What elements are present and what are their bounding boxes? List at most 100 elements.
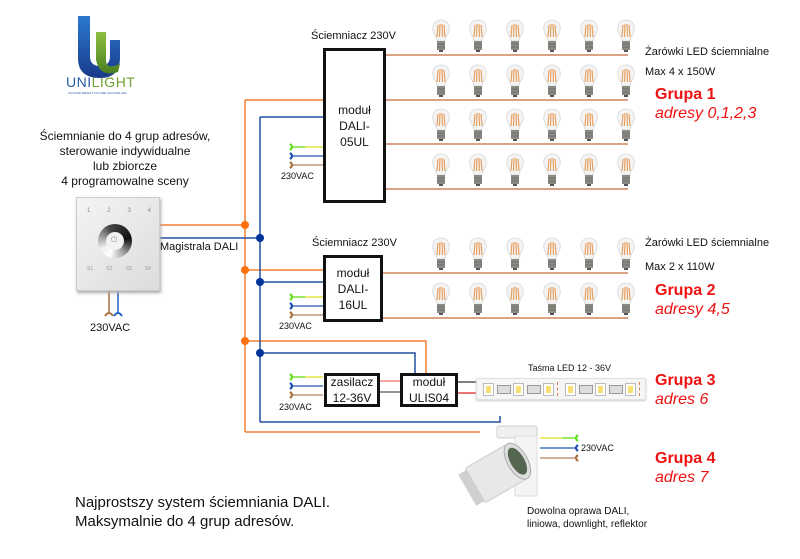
load-spec: Max 4 x 150W: [645, 66, 716, 78]
led-bulb-icon: [431, 108, 451, 142]
led-bulb-icon: [542, 108, 562, 142]
footer-text: Najprostszy system ściemniania DALI. Mak…: [75, 493, 330, 531]
led-strip: [476, 378, 646, 400]
led-bulb-icon: [468, 282, 488, 316]
led-bulb-icon: [431, 237, 451, 271]
zone-button[interactable]: 4: [147, 208, 151, 214]
zone-button[interactable]: 2: [107, 208, 111, 214]
fixture-description-line: liniowa, downlight, reflektor: [527, 519, 648, 530]
module-label: moduł: [338, 102, 371, 117]
description-line: lub zbiorcze: [92, 159, 158, 173]
led-bulb-icon: [542, 19, 562, 53]
led-bulb-icon: [505, 64, 525, 98]
supply-label: 230VAC: [581, 443, 614, 453]
scene-button[interactable]: S4: [144, 266, 151, 272]
module-label: 16UL: [338, 297, 368, 312]
dimmer-label: Ściemniacz 230V: [312, 237, 397, 249]
led-bulb-icon: [616, 282, 636, 316]
led-bulb-icon: [616, 64, 636, 98]
module-dali-05ul[interactable]: moduł DALI- 05UL: [323, 48, 386, 203]
controller-power-wires: [104, 290, 123, 317]
module-label: moduł: [412, 375, 446, 389]
led-chip-icon: [513, 383, 524, 396]
node-blue: [256, 349, 264, 357]
group1-load-wires: [386, 54, 628, 190]
connector-glyphs: [289, 143, 579, 462]
dali-bus-blue: [152, 116, 501, 423]
led-bulb-icon: [431, 64, 451, 98]
led-bulb-icon: [579, 153, 599, 187]
module-label: ULIS04: [408, 391, 450, 405]
supply-label: 230VAC: [281, 171, 314, 181]
led-bulb-icon: [505, 282, 525, 316]
led-bulb-icon: [505, 237, 525, 271]
resistor-icon: [579, 385, 593, 394]
led-chip-icon: [543, 383, 554, 396]
junction-nodes: [241, 221, 264, 357]
led-bulb-icon: [579, 19, 599, 53]
resistor-icon: [527, 385, 541, 394]
module-ulis04[interactable]: moduł ULIS04: [400, 373, 458, 407]
scene-button[interactable]: S3: [125, 266, 132, 272]
led-bulb-icon: [542, 282, 562, 316]
description-line: sterowanie indywidualne: [59, 144, 191, 158]
power-icon[interactable]: ⏻: [111, 235, 118, 244]
node-orange: [241, 337, 249, 345]
led-bulb-icon: [616, 153, 636, 187]
spotlight-icon: [458, 425, 538, 506]
scene-button[interactable]: S2: [106, 266, 113, 272]
supply-label: 230VAC: [279, 402, 312, 412]
dimming-ring[interactable]: ⏻: [98, 224, 132, 258]
zone-button[interactable]: 1: [87, 208, 91, 214]
resistor-icon: [609, 385, 623, 394]
description-line: 4 programowalne sceny: [61, 174, 189, 188]
led-chip-icon: [595, 383, 606, 396]
group-title: Grupa 1: [655, 86, 716, 103]
unilight-logo: UNILIGHT CHOOSE BRIGHT FUTURE CHOOSE LED: [60, 12, 140, 97]
dali-bus-label: Magistrala DALI: [160, 241, 239, 253]
dali-bus-orange: [152, 99, 480, 433]
controller-power-label: 230VAC: [90, 322, 131, 334]
led-bulb-icon: [616, 108, 636, 142]
group2-load-wires: [383, 272, 628, 319]
led-bulb-icon: [542, 153, 562, 187]
group-title: Grupa 4: [655, 450, 716, 467]
group3-wires: [380, 380, 476, 394]
led-bulb-icon: [616, 19, 636, 53]
led-bulb-icon: [505, 153, 525, 187]
description-line: Ściemnianie do 4 grup adresów,: [39, 129, 211, 143]
footer-line: Maksymalnie do 4 grup adresów.: [75, 513, 295, 530]
load-spec: Max 2 x 110W: [645, 261, 715, 273]
group-title: Grupa 2: [655, 282, 716, 299]
psu-label: zasilacz: [330, 375, 374, 389]
group-address: adresy 0,1,2,3: [655, 105, 757, 122]
module-label: DALI-: [339, 118, 370, 133]
load-title: Żarówki LED ściemnialne: [645, 46, 770, 58]
led-chip-icon: [565, 383, 576, 396]
scene-button[interactable]: S1: [87, 266, 94, 272]
led-bulb-icon: [468, 64, 488, 98]
track-spotlight-fixture: [455, 422, 555, 512]
node-blue: [256, 278, 264, 286]
node-orange: [241, 266, 249, 274]
group-address: adres 7: [655, 469, 709, 486]
zone-button[interactable]: 3: [127, 208, 131, 214]
led-bulb-icon: [579, 282, 599, 316]
supply-wires: [292, 146, 575, 459]
led-bulb-icon: [542, 237, 562, 271]
group-address: adres 6: [655, 391, 709, 408]
node-orange: [241, 221, 249, 229]
fixture-description-line: Dowolna oprawa DALI,: [527, 506, 630, 517]
logo-u-icon: [78, 16, 120, 78]
dimmer-label: Ściemniacz 230V: [311, 30, 396, 42]
module-label: DALI-: [337, 281, 369, 296]
psu-12-36v[interactable]: zasilacz 12-36V: [324, 373, 380, 407]
supply-label: 230VAC: [279, 321, 312, 331]
led-bulb-icon: [468, 237, 488, 271]
dali-wall-controller[interactable]: 1 2 3 4 ⏻ S1 S2 S3 S4: [76, 197, 160, 291]
led-bulb-icon: [468, 19, 488, 53]
module-dali-16ul[interactable]: moduł DALI- 16UL: [323, 255, 383, 322]
footer-line: Najprostszy system ściemniania DALI.: [75, 494, 331, 511]
led-bulb-icon: [579, 64, 599, 98]
